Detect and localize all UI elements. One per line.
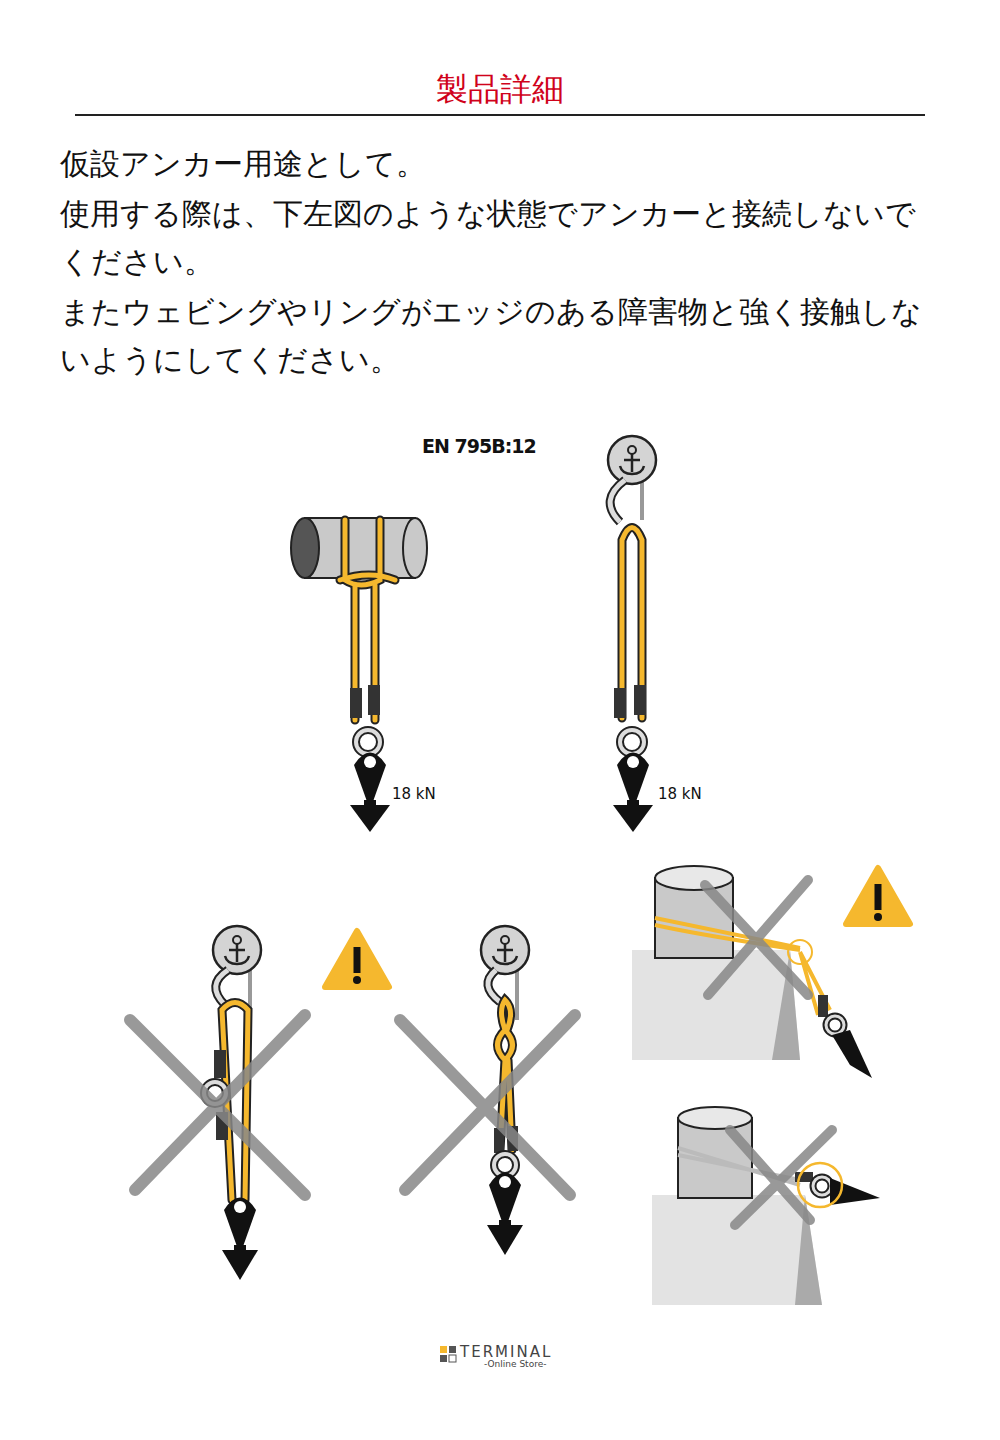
wrong-ring-figure	[130, 926, 389, 1280]
anchor-sling-figure	[608, 436, 656, 832]
wrong-knot-figure	[400, 926, 575, 1255]
logo-mark	[440, 1346, 456, 1362]
ring-edge-figure	[652, 1107, 880, 1305]
page-title: 製品詳細	[0, 68, 1000, 112]
body-text: 仮設アンカー用途として。	[60, 140, 940, 188]
logo-text: TERMINAL	[460, 1343, 552, 1361]
logo-subtext: -Online Store-	[484, 1359, 546, 1369]
body-text: 使用する際は、下左図のような状態でアンカーと接続しないでください。	[60, 190, 940, 286]
standard-label: EN 795B:12	[422, 435, 536, 457]
force-label: 18 kN	[658, 785, 702, 803]
girth-sling-figure	[291, 518, 427, 832]
edge-contact-figure	[632, 866, 910, 1078]
force-label: 18 kN	[392, 785, 436, 803]
body-text: またウェビングやリングがエッジのある障害物と強く接触しないようにしてください。	[60, 288, 940, 384]
